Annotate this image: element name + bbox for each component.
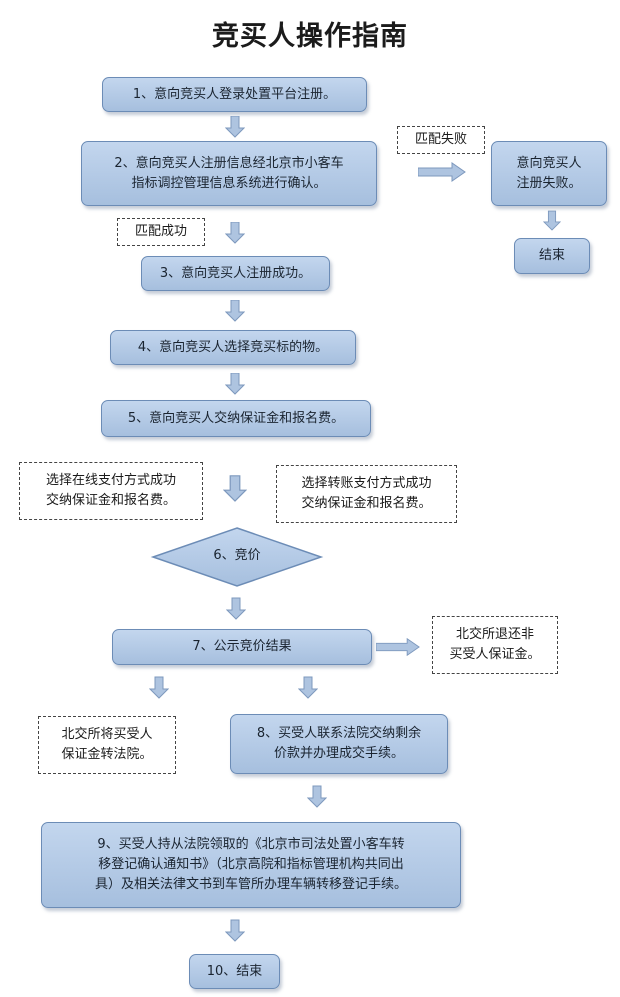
arrow-down-icon [543,210,561,232]
step-9-label: 9、买受人持从法院领取的《北京市司法处置小客车转 移登记确认通知书》（北京高院和… [94,837,407,892]
match-success-note: 匹配成功 [117,218,205,246]
arrow-down-icon [225,373,245,395]
step-9-box: 9、买受人持从法院领取的《北京市司法处置小客车转 移登记确认通知书》（北京高院和… [41,822,461,908]
refund-text: 北交所退还非 买受人保证金。 [449,627,541,662]
step-2-label: 2、意向竞买人注册信息经北京市小客车 指标调控管理信息系统进行确认。 [114,155,344,191]
registration-fail-box: 意向竞买人 注册失败。 [491,141,607,206]
step-1-box: 1、意向竞买人登录处置平台注册。 [102,77,367,112]
match-fail-text: 匹配失败 [414,132,467,147]
match-fail-note: 匹配失败 [397,126,485,154]
online-pay-text: 选择在线支付方式成功 交纳保证金和报名费。 [45,473,176,508]
registration-fail-label: 意向竞买人 注册失败。 [516,155,582,191]
step-8-label: 8、买受人联系法院交纳剩余 价款并办理成交手续。 [256,726,422,761]
step-4-box: 4、意向竞买人选择竞买标的物。 [110,330,356,365]
arrow-right-icon [418,162,466,182]
step-6-label: 6、竞价 [213,548,261,563]
refund-note: 北交所退还非 买受人保证金。 [432,616,558,674]
step-3-box: 3、意向竞买人注册成功。 [141,256,330,291]
step-3-label: 3、意向竞买人注册成功。 [159,265,312,281]
arrow-down-icon [225,222,245,244]
match-success-text: 匹配成功 [134,224,187,239]
online-pay-note: 选择在线支付方式成功 交纳保证金和报名费。 [19,462,203,520]
page-title: 竞买人操作指南 [212,21,408,52]
court-transfer-note: 北交所将买受人 保证金转法院。 [38,716,176,774]
step-7-label: 7、公示竞价结果 [192,639,292,654]
step-5-box: 5、意向竞买人交纳保证金和报名费。 [101,400,371,437]
step-6-diamond [150,527,324,587]
step-10-label: 10、结束 [206,963,263,979]
court-transfer-text: 北交所将买受人 保证金转法院。 [61,727,153,762]
end-label: 结束 [538,248,565,263]
arrow-down-icon [225,116,245,138]
arrow-down-icon [226,596,246,622]
arrow-down-icon [307,784,327,810]
transfer-pay-note: 选择转账支付方式成功 交纳保证金和报名费。 [276,465,457,523]
step-4-label: 4、意向竞买人选择竞买标的物。 [137,339,329,355]
step-7-box: 7、公示竞价结果 [112,629,372,665]
transfer-pay-text: 选择转账支付方式成功 交纳保证金和报名费。 [301,476,432,511]
arrow-down-icon [225,918,245,944]
arrow-right-icon [376,637,420,657]
step-1-label: 1、意向竞买人登录处置平台注册。 [132,86,337,102]
arrow-down-icon [298,675,318,701]
arrow-down-icon [223,463,247,515]
step-10-box: 10、结束 [189,954,280,989]
arrow-down-icon [225,300,245,322]
arrow-down-icon [149,675,169,701]
step-8-box: 8、买受人联系法院交纳剩余 价款并办理成交手续。 [230,714,448,774]
step-5-label: 5、意向竞买人交纳保证金和报名费。 [127,410,345,426]
end-box: 结束 [514,238,590,274]
step-2-box: 2、意向竞买人注册信息经北京市小客车 指标调控管理信息系统进行确认。 [81,141,377,206]
